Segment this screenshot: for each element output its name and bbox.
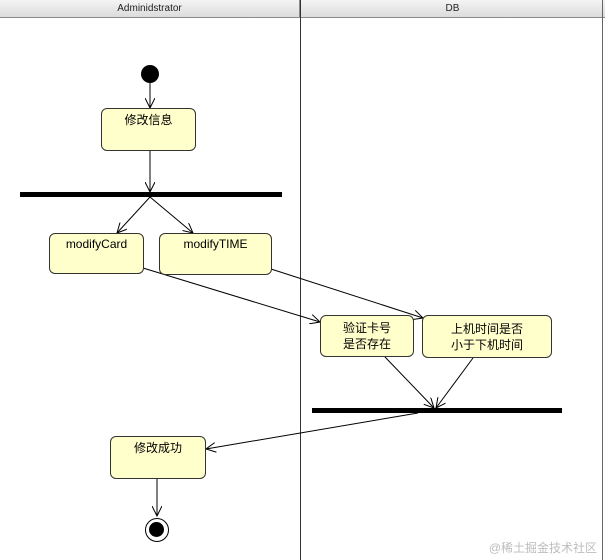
- activity-modify-time[interactable]: modifyTIME: [159, 233, 272, 275]
- lane-divider: [300, 0, 301, 560]
- activity-check-time[interactable]: 上机时间是否 小于下机时间: [422, 315, 552, 358]
- lane-header-db: DB: [300, 0, 605, 18]
- edge-modify-time-to-check-time: [270, 268, 423, 318]
- join-bar: [312, 408, 562, 413]
- edge-verify-card-to-join: [384, 356, 434, 408]
- activity-modify-card[interactable]: modifyCard: [49, 233, 144, 274]
- lane-header-administrator: Adminidstrator: [0, 0, 300, 18]
- lane-right-border: [602, 0, 603, 560]
- edge-join-to-modify-success: [206, 412, 419, 449]
- edge-modify-card-to-verify-card: [142, 267, 320, 322]
- activity-modify-success[interactable]: 修改成功: [110, 436, 206, 479]
- final-node: [145, 518, 169, 542]
- initial-node: [141, 65, 159, 83]
- activity-modify-info[interactable]: 修改信息: [101, 108, 196, 151]
- watermark: @稀土掘金技术社区: [488, 541, 597, 555]
- edge-fork-to-modify-time: [149, 196, 193, 233]
- edge-fork-to-modify-card: [117, 196, 151, 233]
- fork-bar: [20, 192, 282, 197]
- activity-verify-card[interactable]: 验证卡号 是否存在: [320, 315, 414, 357]
- edge-check-time-to-join: [436, 357, 474, 408]
